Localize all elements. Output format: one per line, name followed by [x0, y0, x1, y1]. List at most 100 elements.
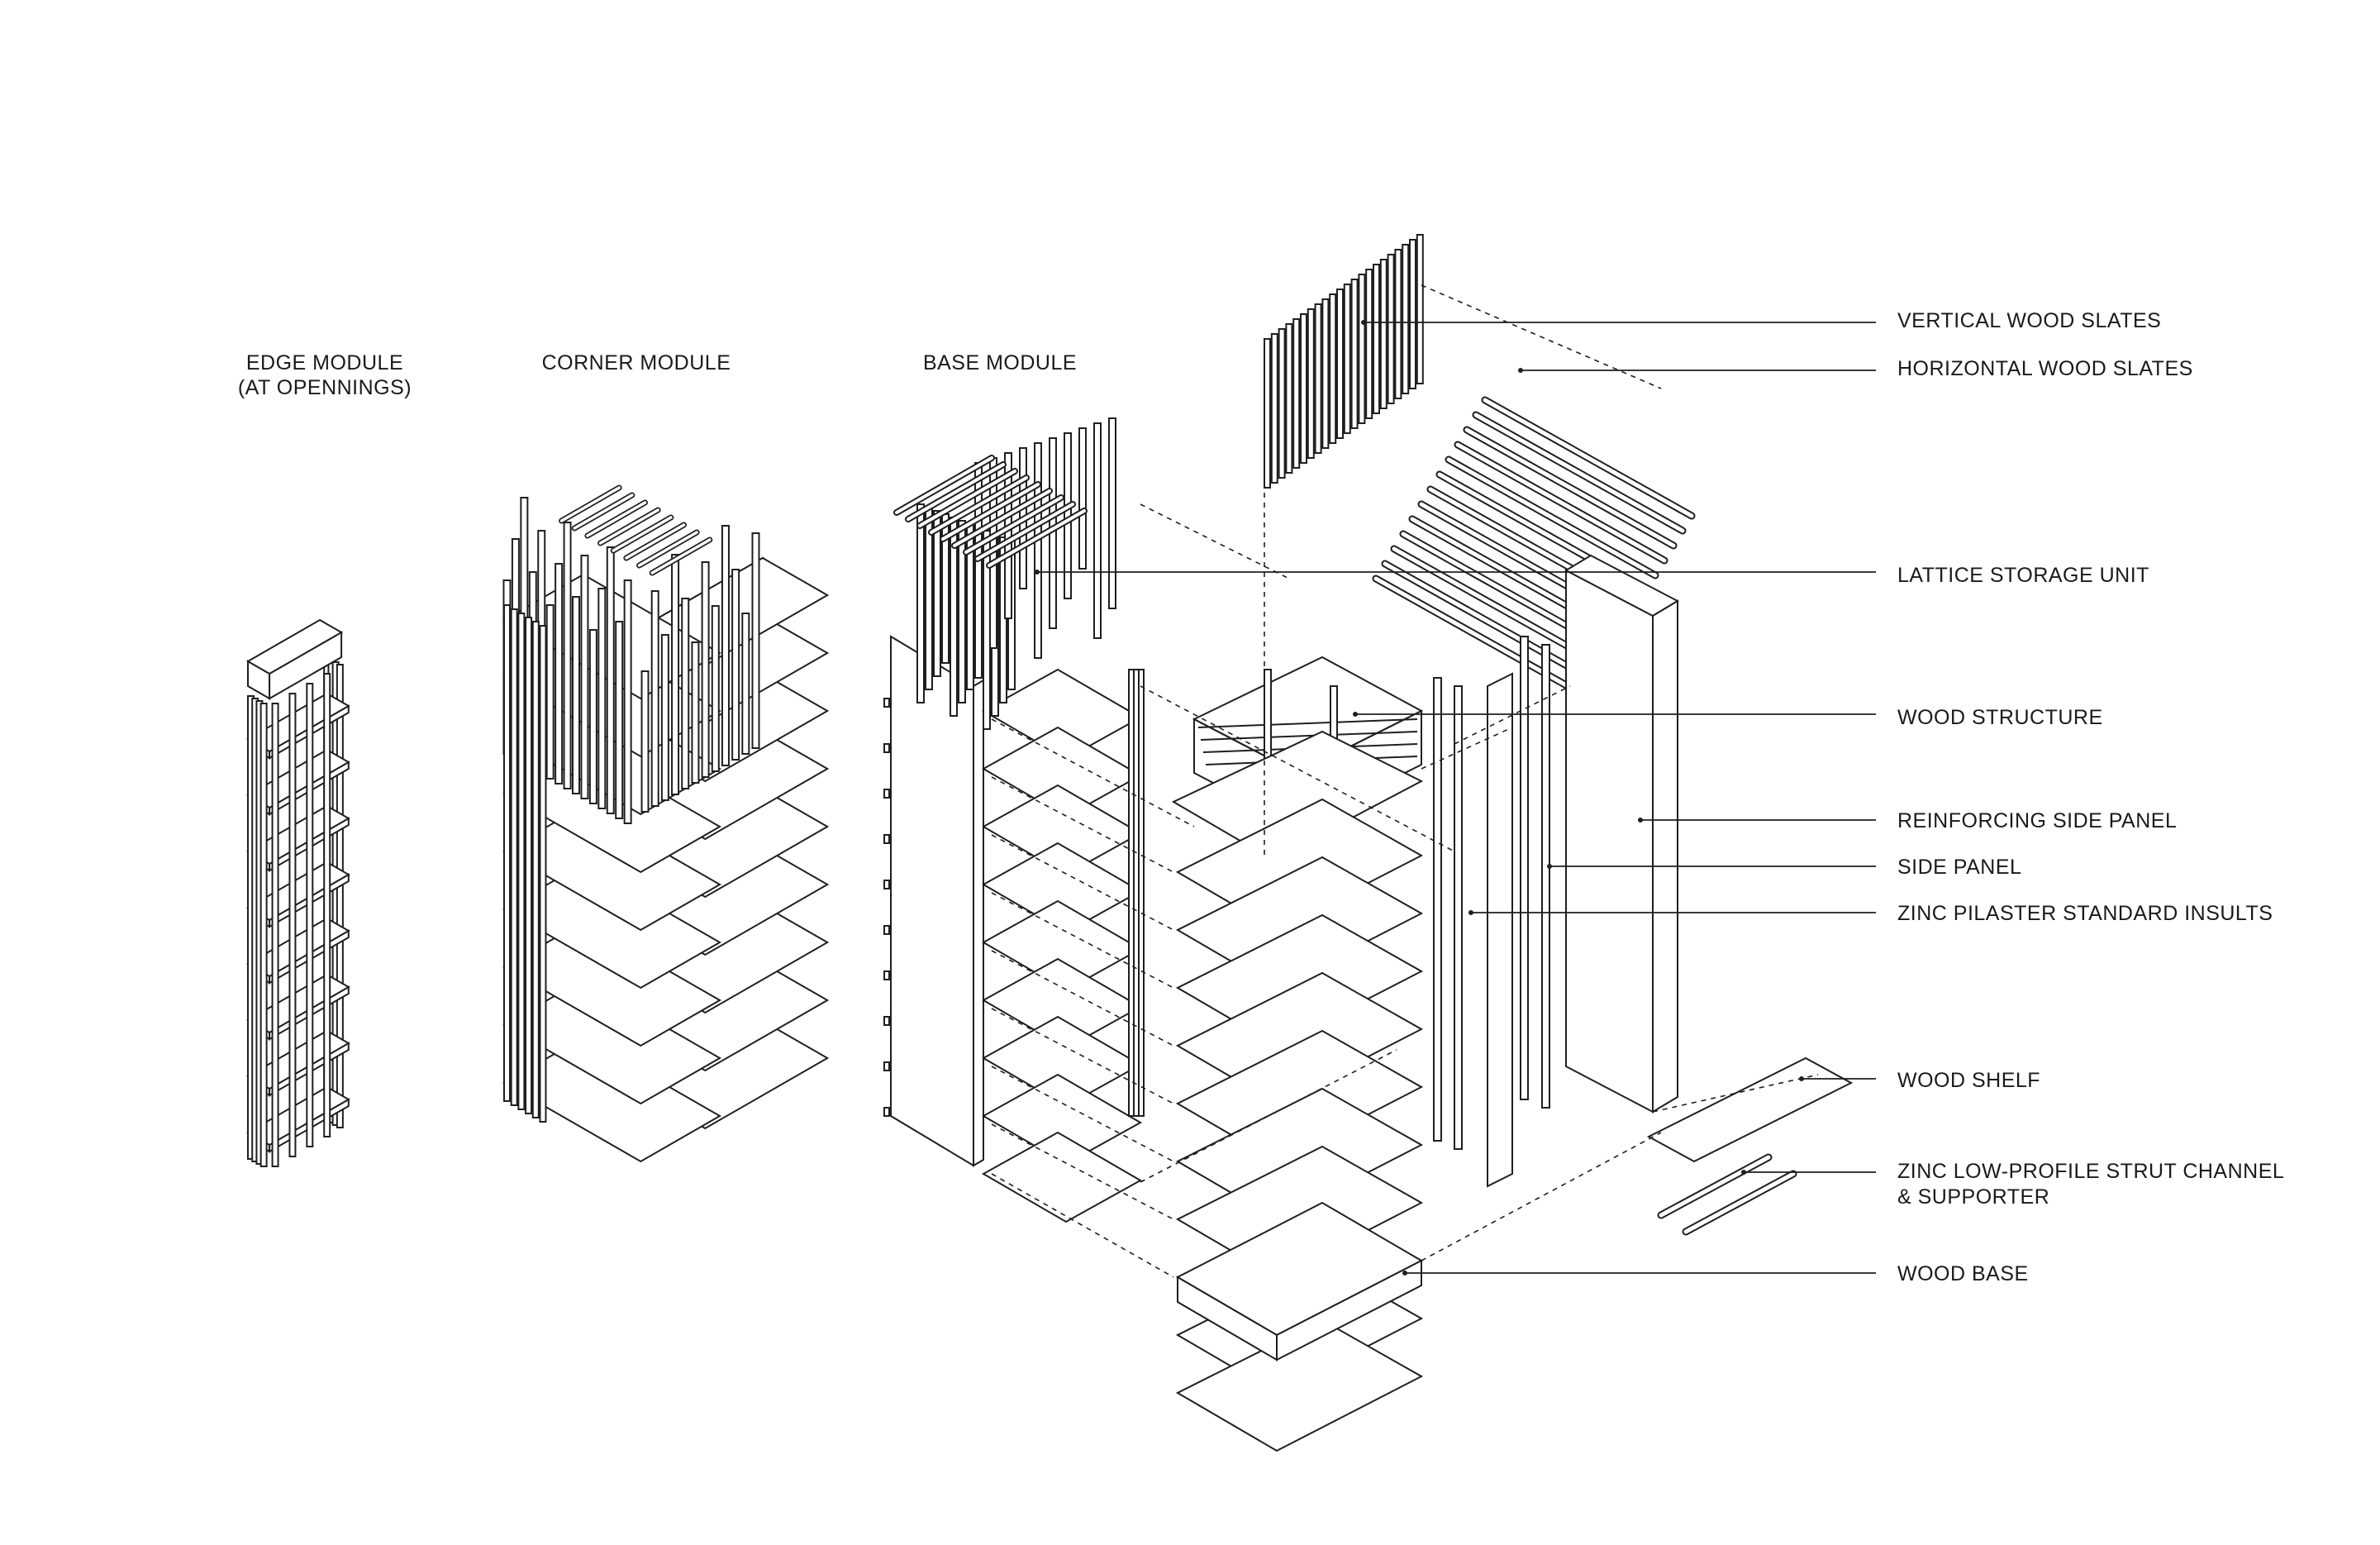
corner-slat [607, 547, 614, 813]
corner-slat [682, 598, 688, 789]
base-slat [983, 531, 990, 729]
corner-slat [547, 605, 554, 779]
callout-wood-base-text: WOOD BASE [1897, 1261, 2029, 1287]
exploded-right-wood-shelf [1649, 1058, 1851, 1161]
callout-leader-dot [1638, 818, 1643, 823]
base-slat [934, 511, 940, 676]
base-peg [884, 880, 889, 889]
base-post [1139, 670, 1144, 1116]
callout-reinforcing-side-panel-text: REINFORCING SIDE PANEL [1897, 808, 2177, 834]
base-module-title: BASE MODULE [897, 350, 1103, 375]
edge-post [289, 694, 295, 1156]
edge-module-title: EDGE MODULE (AT OPENNINGS) [221, 350, 428, 400]
callout-leader-dot [1741, 1170, 1746, 1175]
corner-slat [722, 526, 729, 765]
base-peg [884, 835, 889, 843]
exploded-vertical-slat [1293, 319, 1299, 468]
callout-lattice-storage-unit-text: LATTICE STORAGE UNIT [1897, 563, 2149, 589]
exploded-vertical-slat [1359, 274, 1364, 423]
corner-post [526, 618, 531, 1113]
corner-post [512, 609, 517, 1105]
edge-post [324, 674, 330, 1137]
exploded-vertical-slat [1279, 329, 1285, 478]
exploded-vertical-slat [1264, 339, 1270, 488]
callout-vertical-wood-slates: VERTICAL WOOD SLATES [1897, 308, 2161, 334]
base-peg [884, 699, 889, 707]
callout-reinforcing-side-panel: REINFORCING SIDE PANEL [1897, 808, 2177, 834]
callout-zinc-pilaster-text: ZINC PILASTER STANDARD INSULTS [1897, 901, 2273, 927]
callout-zinc-strut-text-line2: & SUPPORTER [1897, 1185, 2284, 1210]
callout-lattice-storage-unit: LATTICE STORAGE UNIT [1897, 563, 2149, 589]
exploded-vertical-slat [1322, 299, 1328, 448]
corner-slat [642, 671, 649, 812]
corner-post [518, 613, 524, 1109]
corner-slat [652, 591, 659, 806]
assembly-dashed-line [1421, 285, 1661, 389]
callout-leader-dot [1353, 712, 1358, 717]
callout-zinc-pilaster: ZINC PILASTER STANDARD INSULTS [1897, 901, 2273, 927]
callout-leader-dot [1035, 570, 1040, 575]
base-slat [1035, 443, 1041, 658]
exploded-vertical-slat [1417, 235, 1423, 384]
callout-wood-structure-text: WOOD STRUCTURE [1897, 705, 2103, 731]
exploded-horizontal-slat [1446, 306, 1661, 430]
edge-module-title-line2: (AT OPENNINGS) [221, 375, 428, 400]
callout-zinc-strut: ZINC LOW-PROFILE STRUT CHANNEL & SUPPORT… [1897, 1159, 2284, 1210]
base-peg [884, 744, 889, 752]
exploded-vertical-slat [1286, 324, 1292, 473]
exploded-components-drawing [1173, 235, 1851, 1451]
base-slat [1109, 418, 1116, 608]
corner-post [533, 622, 539, 1118]
exploded-side-panel [1488, 674, 1512, 1186]
exploded-reinforcing-side-panel-edge [1653, 601, 1678, 1112]
corner-slat [616, 622, 622, 818]
exploded-horizontal-slat [1397, 380, 1611, 504]
base-side-panel-edge [973, 680, 983, 1166]
base-slat [959, 521, 965, 703]
exploded-vertical-slat [1388, 255, 1394, 403]
exploded-zinc-pilaster [1454, 686, 1462, 1149]
exploded-zinc-pilaster [1434, 678, 1441, 1141]
corner-slat [564, 522, 571, 789]
callout-side-panel-text: SIDE PANEL [1897, 855, 2021, 880]
exploded-vertical-slat [1337, 289, 1343, 438]
base-slat [1094, 423, 1101, 638]
base-slat [917, 504, 924, 703]
corner-slat [712, 606, 719, 771]
callout-leader-dot [1361, 320, 1366, 325]
callout-zinc-strut-text-line1: ZINC LOW-PROFILE STRUT CHANNEL [1897, 1159, 2284, 1185]
edge-post [337, 665, 343, 1128]
base-peg [884, 789, 889, 798]
base-peg [884, 1108, 889, 1116]
corner-slat [742, 613, 749, 754]
corner-slat [662, 635, 669, 800]
corner-post [504, 605, 510, 1101]
base-shelf [983, 1133, 1140, 1222]
exploded-zinc-strut [1661, 1157, 1768, 1215]
callout-wood-structure: WOOD STRUCTURE [1897, 705, 2103, 731]
corner-post [540, 626, 545, 1122]
corner-slat [625, 580, 631, 823]
callout-leader-dot [1468, 910, 1473, 915]
exploded-vertical-slat [1272, 334, 1278, 483]
callout-horizontal-wood-slates: HORIZONTAL WOOD SLATES [1897, 356, 2193, 382]
corner-slat [598, 589, 605, 808]
callout-horizontal-wood-slates-text: HORIZONTAL WOOD SLATES [1897, 356, 2193, 382]
callout-leader-dot [1518, 368, 1523, 373]
corner-slat [732, 570, 739, 760]
exploded-vertical-slat [1381, 260, 1387, 408]
exploded-wood-structure-bar [1198, 719, 1417, 727]
exploded-vertical-slat [1373, 265, 1379, 413]
assembly-dashed-line [1140, 504, 1289, 579]
exploded-vertical-slat [1395, 250, 1401, 398]
corner-slat [702, 562, 709, 777]
exploded-horizontal-slat [1430, 331, 1645, 455]
edge-module-title-line1: EDGE MODULE [221, 350, 428, 375]
exploded-vertical-slat [1366, 269, 1372, 418]
base-peg [884, 1062, 889, 1071]
exploded-vertical-slat [1316, 304, 1321, 453]
exploded-zinc-strut [1686, 1174, 1793, 1232]
exploded-vertical-slat [1330, 294, 1335, 443]
base-side-panel [891, 637, 973, 1166]
